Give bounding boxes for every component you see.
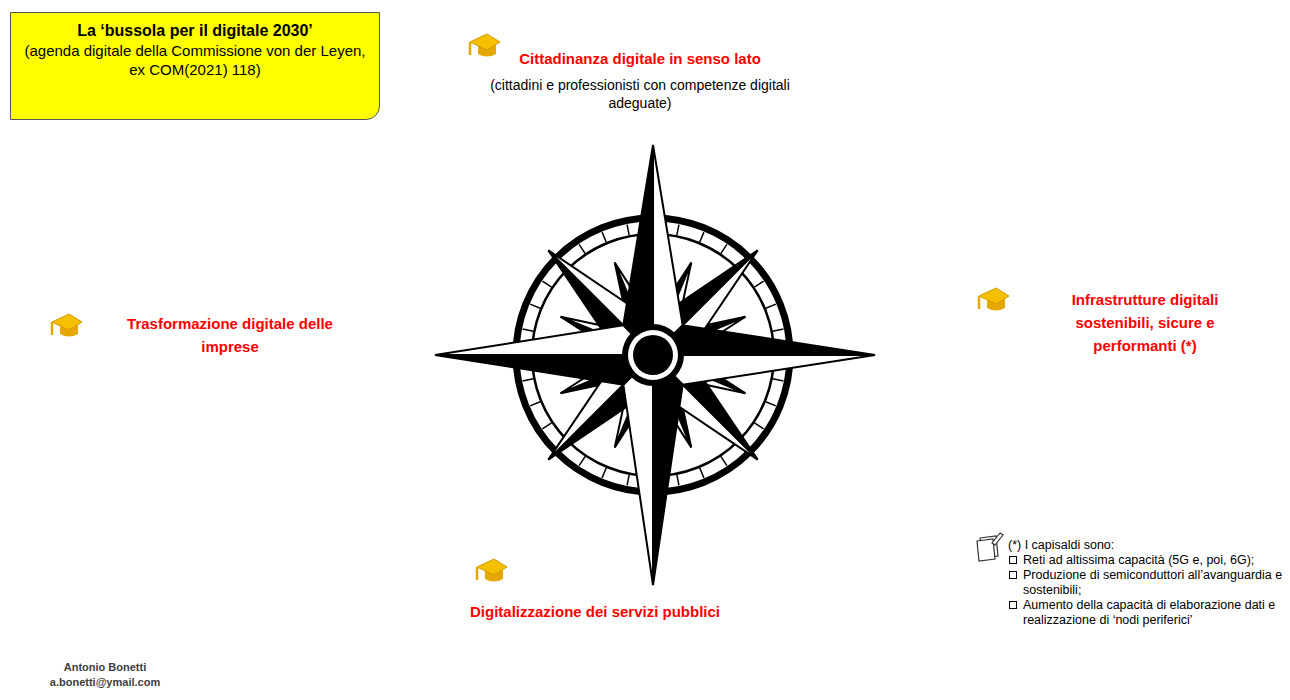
compass-point (623, 355, 653, 585)
compass-tick (773, 379, 784, 381)
note-item: Reti ad altissima capacità (5G e, poi, 6… (1008, 553, 1284, 568)
compass-tick (602, 468, 606, 478)
cap-tassel (469, 42, 472, 55)
compass-rose (435, 145, 875, 585)
compass-point (435, 325, 653, 355)
compass-tick (700, 468, 704, 478)
direction-note: (cittadini e professionisti con competen… (480, 76, 800, 112)
cap-board (52, 314, 82, 330)
compass-tick (766, 304, 776, 308)
compass-point (653, 325, 875, 355)
compass-tick (542, 423, 551, 429)
compass-tick (579, 456, 585, 465)
compass-hub-core (633, 335, 673, 375)
direction-label: Digitalizzazione dei servizi pubblici (465, 600, 725, 623)
graduation-cap-icon (477, 559, 507, 582)
direction-label: Cittadinanza digitale in senso lato (460, 47, 820, 70)
cap-board (470, 34, 500, 50)
cap-tassel (978, 296, 981, 309)
cap-board (979, 288, 1009, 304)
author-name: Antonio Bonetti (30, 660, 180, 675)
note-icon (977, 533, 1003, 561)
compass-tick (754, 423, 763, 429)
compass-tick (530, 402, 540, 406)
compass-point (653, 355, 683, 585)
graduation-cap-icon (52, 314, 82, 337)
graduation-cap-icon (470, 34, 500, 57)
direction-label: Trasformazione digitale delle imprese (125, 312, 335, 358)
compass-tick (754, 281, 763, 287)
graduation-cap-icon (979, 288, 1009, 311)
note-item: Aumento della capacità di elaborazione d… (1008, 598, 1284, 628)
note-item: Produzione di semiconduttori all’avangua… (1008, 568, 1284, 598)
note-heading: (*) I capisaldi sono: (1008, 538, 1284, 553)
compass-hub (622, 324, 684, 386)
compass-tick (530, 304, 540, 308)
author-email: a.bonetti@ymail.com (20, 675, 190, 690)
compass-tick (627, 225, 629, 236)
compass-tick (677, 475, 679, 486)
compass-tick (773, 329, 784, 331)
direction-label: Infrastrutture digitali sostenibili, sic… (1045, 288, 1245, 357)
compass-tick (721, 244, 727, 253)
title-box: La ‘bussola per il digitale 2030’(agenda… (10, 12, 380, 120)
compass-tick (721, 456, 727, 465)
compass-tick (627, 475, 629, 486)
note-pencil (992, 533, 1003, 545)
compass-point (653, 355, 875, 385)
compass-point (653, 145, 683, 355)
cap-board (477, 559, 507, 575)
note-list: (*) I capisaldi sono:Reti ad altissima c… (1008, 538, 1284, 628)
compass-point (435, 355, 653, 385)
compass-tick (523, 329, 534, 331)
compass-tick (523, 379, 534, 381)
compass-hub-ring (628, 330, 678, 380)
subtitle-text: (agenda digitale della Commissione von d… (21, 41, 369, 79)
compass-tick (677, 225, 679, 236)
cap-tassel (51, 322, 54, 335)
title-text: La ‘bussola per il digitale 2030’ (21, 21, 369, 41)
cap-tassel (476, 567, 479, 580)
compass-tick (542, 281, 551, 287)
compass-tick (700, 232, 704, 242)
compass-point (623, 145, 653, 355)
compass-tick (579, 244, 585, 253)
compass-tick (602, 232, 606, 242)
compass-tick (766, 402, 776, 406)
